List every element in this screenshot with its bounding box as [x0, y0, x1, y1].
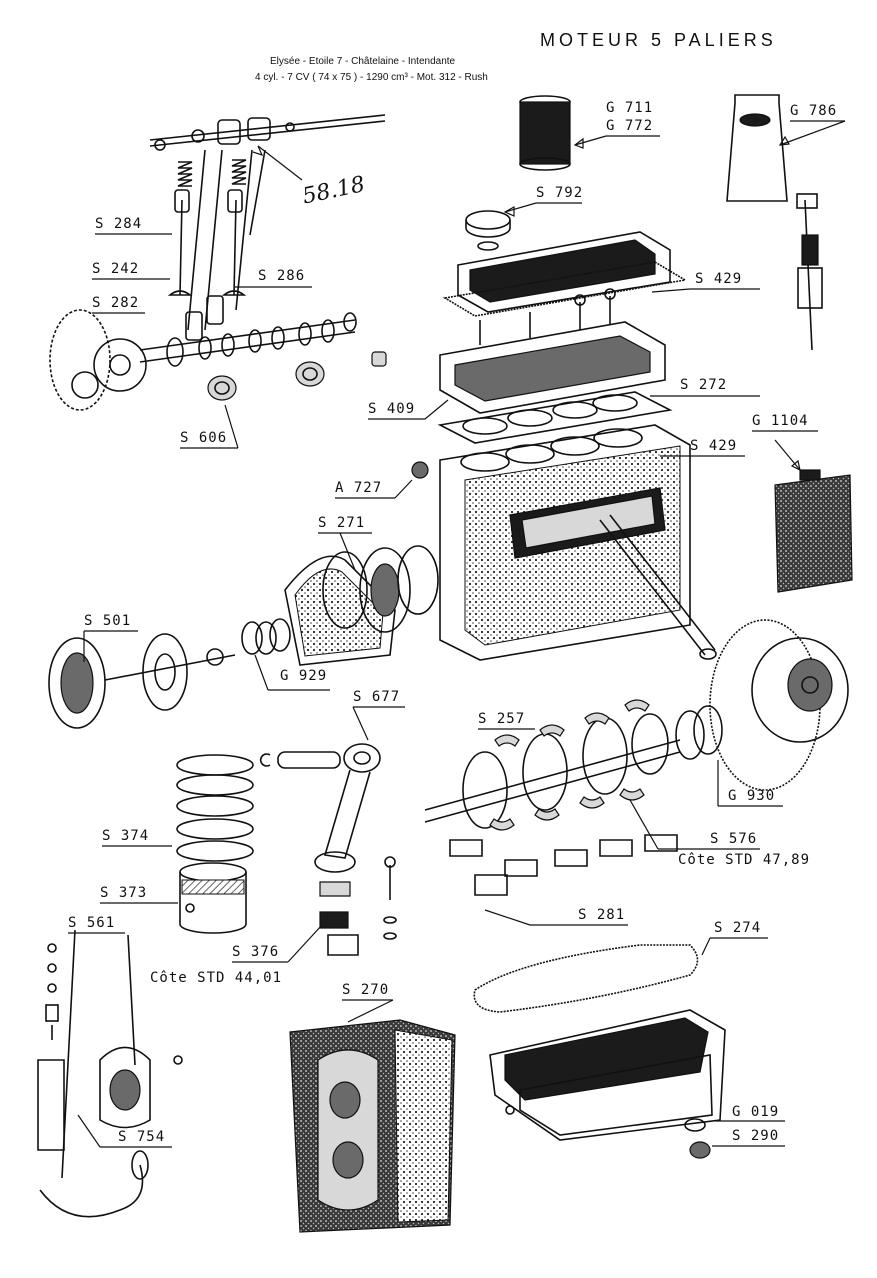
label-s376: S 376 [232, 944, 279, 960]
cylinder-head-group [437, 210, 688, 444]
label-s374: S 374 [102, 828, 149, 844]
sump-gasket [473, 944, 699, 1013]
label-s274: S 274 [714, 920, 761, 936]
label-s242: S 242 [92, 261, 139, 277]
label-s576: S 576 [710, 831, 757, 847]
label-s282: S 282 [92, 295, 139, 311]
crankshaft-group [424, 619, 849, 896]
label-g772: G 772 [606, 118, 653, 134]
label-g929: G 929 [280, 668, 327, 684]
label-s501: S 501 [84, 613, 131, 629]
label-s409: S 409 [368, 401, 415, 417]
note-piston-size: Côte STD 44,01 [150, 970, 282, 986]
engine-spec: 4 cyl. - 7 CV ( 74 x 75 ) - 1290 cm³ - M… [255, 72, 488, 83]
oil-pressure-switch [796, 193, 823, 351]
gasket-set [289, 1019, 456, 1233]
label-s284: S 284 [95, 216, 142, 232]
label-s257: S 257 [478, 711, 525, 727]
liquid-gasket-can [774, 469, 853, 593]
label-g1104: G 1104 [752, 413, 809, 429]
cylinder-block [411, 424, 717, 661]
oil-filter-cartridge [519, 95, 571, 171]
label-s271: S 271 [318, 515, 365, 531]
page-title: MOTEUR 5 PALIERS [540, 30, 777, 50]
note-crank-size: Côte STD 47,89 [678, 852, 810, 868]
label-s429-top: S 429 [695, 271, 742, 287]
model-list: Elysée - Etoile 7 - Châtelaine - Intenda… [270, 56, 456, 67]
label-s270: S 270 [342, 982, 389, 998]
label-g786: G 786 [790, 103, 837, 119]
label-a727: A 727 [335, 480, 382, 496]
label-s286: S 286 [258, 268, 305, 284]
label-s792: S 792 [536, 185, 583, 201]
label-s290: S 290 [732, 1128, 779, 1144]
part-labels: G 711 G 772 G 786 S 792 S 429 S 284 S 24… [68, 100, 846, 1148]
label-g019: G 019 [732, 1104, 779, 1120]
label-g930: G 930 [728, 788, 775, 804]
label-s561: S 561 [68, 915, 115, 931]
connecting-rod-piston-group [176, 743, 397, 956]
oil-pump-group [37, 929, 183, 1218]
label-s272: S 272 [680, 377, 727, 393]
handwritten-note: 58.18 [300, 172, 367, 210]
valve-train-group [49, 114, 387, 411]
label-s606: S 606 [180, 430, 227, 446]
label-s281: S 281 [578, 907, 625, 923]
timing-cover-group [48, 545, 439, 729]
oil-sump [489, 1009, 726, 1159]
label-s754: S 754 [118, 1129, 165, 1145]
grease-tube [726, 94, 788, 202]
label-s677: S 677 [353, 689, 400, 705]
label-s373: S 373 [100, 885, 147, 901]
label-s429-mid: S 429 [690, 438, 737, 454]
label-g711: G 711 [606, 100, 653, 116]
